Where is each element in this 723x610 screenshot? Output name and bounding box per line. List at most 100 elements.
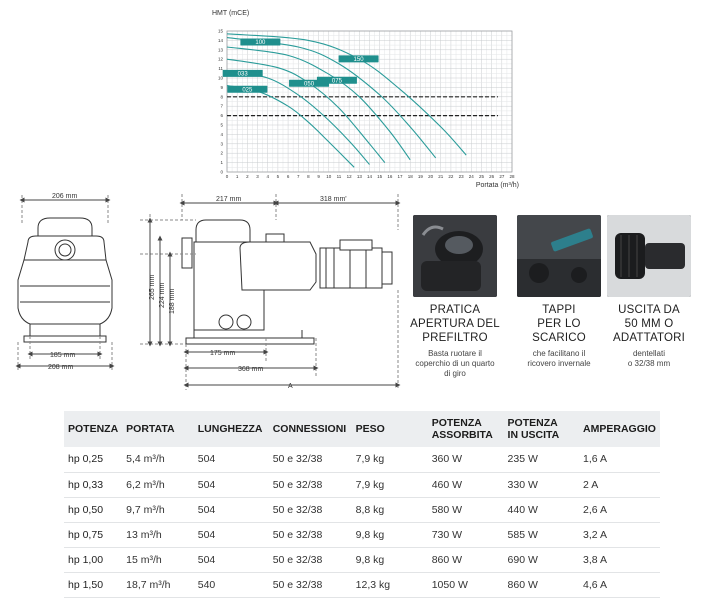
table-cell: 8,8 kg xyxy=(351,497,428,523)
table-cell: 50 e 32/38 xyxy=(268,472,352,498)
table-cell: 5,4 m³/h xyxy=(122,447,194,473)
table-cell: 540 xyxy=(193,572,269,598)
header-amperaggio: AMPERAGGIO xyxy=(579,411,660,447)
table-cell: hp 1,50 xyxy=(64,572,123,598)
feature-prefilter: PRATICA APERTURA DEL PREFILTRO Basta ruo… xyxy=(407,215,503,379)
x-tick-label: 18 xyxy=(408,174,414,179)
x-tick-label: 7 xyxy=(297,174,300,179)
series-label-025: 025 xyxy=(242,87,253,93)
table-cell: 3,8 A xyxy=(579,547,660,573)
x-tick-label: 2 xyxy=(246,174,249,179)
series-label-box xyxy=(338,55,379,63)
dim-a: A xyxy=(288,383,293,390)
table-cell: 504 xyxy=(193,522,269,548)
series-label-box xyxy=(240,38,281,46)
table-cell: 460 W xyxy=(427,472,504,498)
series-label-150: 150 xyxy=(354,57,365,63)
table-cell: 3,2 A xyxy=(579,522,660,548)
x-tick-label: 26 xyxy=(489,174,495,179)
x-tick-label: 23 xyxy=(459,174,465,179)
table-cell: 7,9 kg xyxy=(351,472,428,498)
x-tick-label: 19 xyxy=(418,174,424,179)
feature-outlet-desc: dentellati o 32/38 mm xyxy=(627,349,671,368)
series-label-box xyxy=(227,85,268,93)
table-cell: 504 xyxy=(193,547,269,573)
x-tick-label: 21 xyxy=(438,174,444,179)
table-cell: hp 0,25 xyxy=(64,447,123,473)
x-tick-label: 27 xyxy=(499,174,505,179)
header-connessioni: CONNESSIONI xyxy=(268,411,352,447)
table-row: hp 0,33 6,2 m³/h 504 50 e 32/38 7,9 kg 4… xyxy=(64,472,660,498)
x-tick-label: 5 xyxy=(277,174,280,179)
curve-150 xyxy=(226,33,467,156)
table-row: hp 0,25 5,4 m³/h 504 50 e 32/38 7,9 kg 3… xyxy=(64,447,660,473)
table-cell: hp 1,00 xyxy=(64,547,123,573)
table-cell: hp 0,75 xyxy=(64,522,123,548)
outlet-adapter-photo xyxy=(607,215,691,297)
y-tick-label: 15 xyxy=(218,29,224,34)
y-tick-label: 1 xyxy=(220,160,223,165)
technical-drawings: 206 mm 185 mm 208 mm xyxy=(15,193,401,390)
curve-033 xyxy=(226,69,370,165)
table-cell: 504 xyxy=(193,497,269,523)
y-tick-label: 2 xyxy=(220,151,223,156)
y-axis-label: HMT (mCE) xyxy=(212,10,249,17)
curve-100 xyxy=(226,37,437,159)
header-potenza-assorbita: POTENZA ASSORBITA xyxy=(427,411,504,447)
x-axis-label: Portata (m³/h) xyxy=(476,182,519,189)
y-tick-label: 3 xyxy=(220,141,223,146)
header-lunghezza: LUNGHEZZA xyxy=(193,411,269,447)
table-cell: 50 e 32/38 xyxy=(268,497,352,523)
table-cell: 6,2 m³/h xyxy=(122,472,194,498)
x-tick-label: 9 xyxy=(317,174,320,179)
dim-208: 208 mm xyxy=(48,364,73,371)
feature-prefilter-desc: Basta ruotare il coperchio di un quarto … xyxy=(415,349,495,378)
x-tick-label: 10 xyxy=(326,174,332,179)
dim-368: 368 mm xyxy=(238,366,263,373)
dim-175: 175 mm xyxy=(210,350,235,357)
x-tick-label: 11 xyxy=(337,174,342,179)
pump-front-view xyxy=(15,195,115,372)
table-cell: 50 e 32/38 xyxy=(268,547,352,573)
x-tick-label: 12 xyxy=(347,174,353,179)
x-tick-label: 1 xyxy=(236,174,239,179)
y-tick-label: 12 xyxy=(218,57,224,62)
x-tick-label: 16 xyxy=(387,174,393,179)
table-cell: 9,8 kg xyxy=(351,522,428,548)
y-tick-label: 4 xyxy=(220,132,223,137)
y-tick-label: 9 xyxy=(220,85,223,90)
y-tick-label: 7 xyxy=(220,104,223,109)
series-label-075: 075 xyxy=(332,78,343,84)
x-tick-label: 20 xyxy=(428,174,434,179)
dim-217: 217 mm xyxy=(216,196,241,203)
feature-outlet: USCITA DA 50 MM O ADATTATORI dentellati … xyxy=(601,215,697,369)
table-cell: 9,8 kg xyxy=(351,547,428,573)
table-row: hp 0,50 9,7 m³/h 504 50 e 32/38 8,8 kg 5… xyxy=(64,497,660,523)
table-cell: 360 W xyxy=(427,447,504,473)
header-portata: PORTATA xyxy=(122,411,194,447)
feature-drain-plugs: TAPPI PER LO SCARICO che facilitano il r… xyxy=(511,215,607,369)
dim-185: 185 mm xyxy=(50,352,75,359)
table-cell: 690 W xyxy=(503,547,580,573)
series-label-050: 050 xyxy=(304,81,315,87)
x-tick-label: 15 xyxy=(377,174,383,179)
table-cell: hp 0,33 xyxy=(64,472,123,498)
series-label-box xyxy=(222,69,263,77)
x-tick-label: 8 xyxy=(307,174,310,179)
header-peso: PESO xyxy=(351,411,428,447)
y-tick-label: 13 xyxy=(218,47,224,52)
table-row: hp 1,50 18,7 m³/h 540 50 e 32/38 12,3 kg… xyxy=(64,572,660,598)
series-label-033: 033 xyxy=(238,72,249,78)
table-cell: 2 A xyxy=(579,472,660,498)
table-header-row: POTENZA PORTATA LUNGHEZZA CONNESSIONI PE… xyxy=(64,411,660,447)
series-label-100: 100 xyxy=(255,40,266,46)
table-cell: 440 W xyxy=(503,497,580,523)
x-tick-label: 25 xyxy=(479,174,485,179)
x-tick-label: 22 xyxy=(448,174,454,179)
table-cell: 730 W xyxy=(427,522,504,548)
drain-plug-photo xyxy=(517,215,601,297)
dim-265: 265 mm xyxy=(149,275,156,300)
table-cell: 18,7 m³/h xyxy=(122,572,194,598)
table-cell: 1050 W xyxy=(427,572,504,598)
